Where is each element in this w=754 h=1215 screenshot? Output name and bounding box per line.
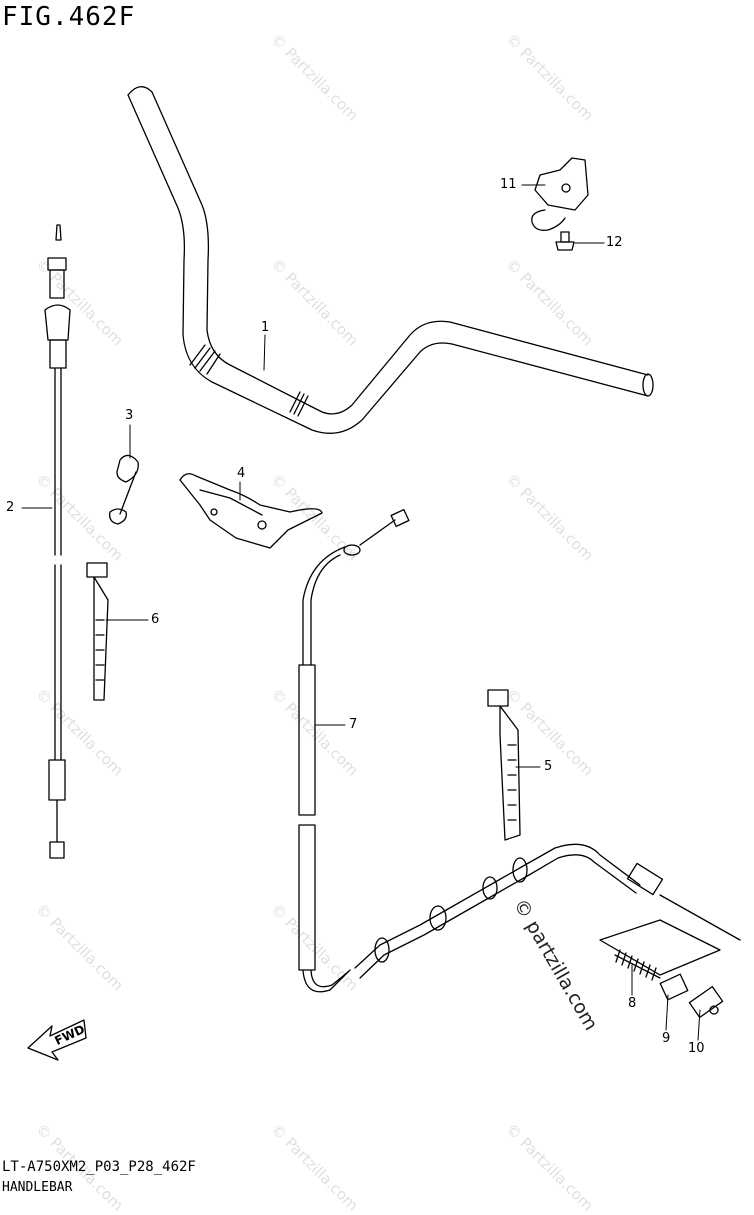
tie-strap-5-part (487, 689, 521, 841)
callout-7: 7 (349, 717, 358, 732)
callout-12: 12 (606, 235, 623, 250)
callout-6: 6 (151, 612, 160, 627)
callout-11: 11 (500, 177, 517, 192)
callout-1: 1 (261, 320, 270, 335)
throttle-cable-part (298, 508, 741, 993)
figure-title: FIG.462F (2, 2, 136, 32)
handlebar-part (127, 86, 654, 434)
callout-2: 2 (6, 500, 15, 515)
callout-3: 3 (125, 408, 134, 423)
callout-10: 10 (688, 1041, 705, 1056)
bolt-part (555, 231, 575, 251)
figure-name: HANDLEBAR (2, 1180, 73, 1195)
figure-code: LT-A750XM2_P03_P28_462F (2, 1159, 196, 1175)
leader-lines (21, 184, 701, 1041)
callout-5: 5 (544, 759, 553, 774)
bracket-part (179, 473, 323, 549)
adjuster-part (688, 985, 724, 1019)
callout-9: 9 (662, 1031, 671, 1046)
parts-box (599, 919, 721, 976)
callout-8: 8 (628, 996, 637, 1011)
clip-part (109, 454, 139, 525)
holder-part (531, 157, 589, 231)
clutch-cable-part (44, 224, 71, 859)
cap-part (659, 973, 689, 1001)
tie-strap-6-part (86, 562, 109, 701)
callout-4: 4 (237, 466, 246, 481)
spring-part (614, 949, 661, 981)
fwd-arrow (27, 1019, 87, 1061)
